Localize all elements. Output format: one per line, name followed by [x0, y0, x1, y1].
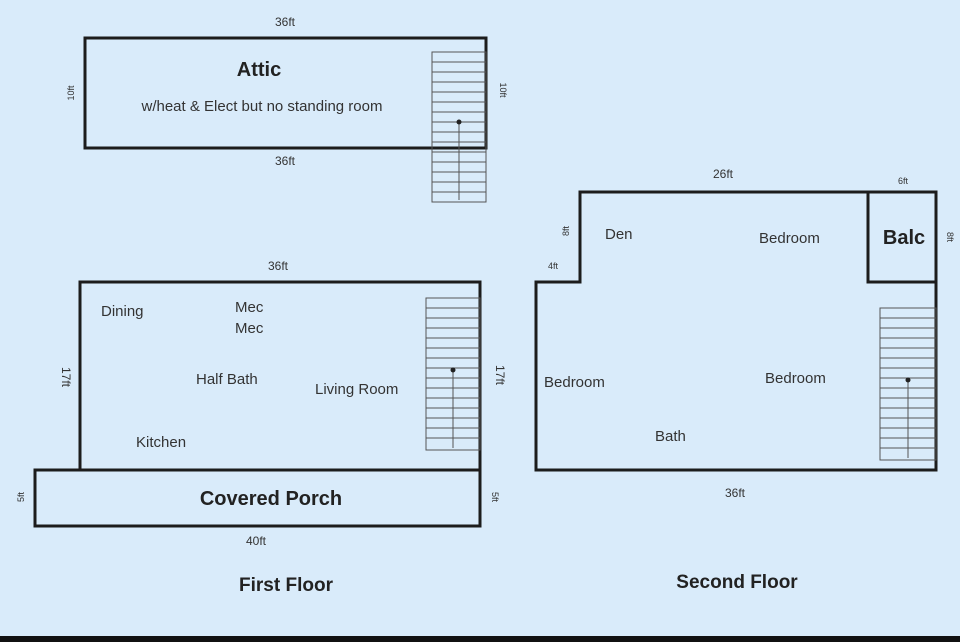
- attic-dim-left: 10ft: [66, 85, 76, 101]
- second-floor-dim-step-horizontal: 4ft: [548, 261, 559, 271]
- room-label-bedroom: Bedroom: [544, 374, 605, 391]
- second-floor-dim-top: 26ft: [713, 167, 734, 181]
- room-label-dining: Dining: [101, 303, 144, 320]
- second-floor-plan: Den Bedroom Balc Bedroom Bedroom Bath 26…: [534, 167, 955, 593]
- room-label-balc: Balc: [883, 227, 925, 249]
- room-label-bedroom: Bedroom: [765, 370, 826, 387]
- attic-dim-right: 10ft: [498, 82, 508, 98]
- second-floor-stairs: [879, 307, 937, 461]
- second-floor-dim-step-vertical: 8ft: [561, 226, 571, 237]
- balcony-dim-side: 8ft: [945, 232, 955, 243]
- room-label-den: Den: [605, 226, 633, 243]
- second-floor-outline: [534, 190, 938, 472]
- attic-dim-bottom: 36ft: [275, 154, 296, 168]
- first-floor-plan: Dining Mec Mec Half Bath Living Room Kit…: [16, 259, 507, 596]
- first-floor-dim-right: 17ft: [493, 365, 507, 386]
- first-floor-dim-left: 17ft: [59, 367, 73, 388]
- covered-porch-label: Covered Porch: [200, 488, 342, 510]
- room-label-kitchen: Kitchen: [136, 434, 186, 451]
- balcony-dim-top: 6ft: [898, 176, 909, 186]
- attic-outline: [83, 36, 488, 150]
- bottom-edge-bar: [0, 636, 960, 642]
- room-label-bedroom: Bedroom: [759, 230, 820, 247]
- second-floor-dim-bottom: 36ft: [725, 486, 746, 500]
- first-floor-dim-top: 36ft: [268, 259, 289, 273]
- room-label-half-bath: Half Bath: [196, 371, 258, 388]
- porch-dim-left: 5ft: [16, 492, 26, 503]
- balcony-outline: [866, 192, 936, 284]
- room-label-mec: Mec: [235, 299, 264, 316]
- second-floor-title: Second Floor: [676, 572, 798, 593]
- covered-porch-outline: [33, 468, 482, 528]
- porch-dim-right: 5ft: [490, 492, 500, 503]
- room-label-living-room: Living Room: [315, 381, 398, 398]
- first-floor-stairs: [425, 297, 481, 451]
- first-floor-title: First Floor: [239, 575, 334, 596]
- porch-dim-bottom: 40ft: [246, 534, 267, 548]
- attic-plan: Attic w/heat & Elect but no standing roo…: [66, 15, 508, 203]
- attic-title: Attic: [237, 59, 281, 81]
- attic-note: w/heat & Elect but no standing room: [141, 98, 383, 115]
- attic-stairs: [431, 51, 487, 203]
- attic-dim-top: 36ft: [275, 15, 296, 29]
- room-label-mec: Mec: [235, 320, 264, 337]
- room-label-bath: Bath: [655, 428, 686, 445]
